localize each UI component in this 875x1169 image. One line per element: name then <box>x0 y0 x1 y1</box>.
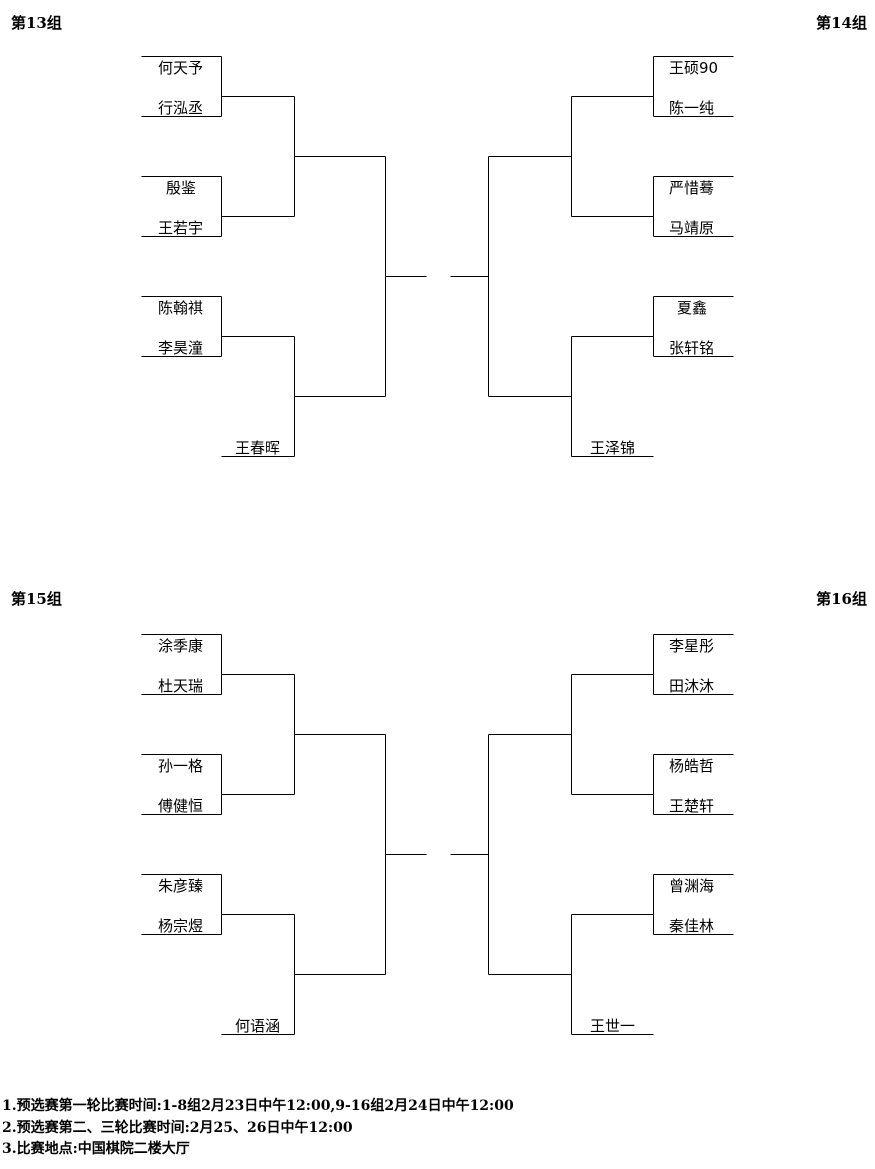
note-1: 1.预选赛第一轮比赛时间:1-8组2月23日中午12:00,9-16组2月24日… <box>2 1098 514 1114</box>
player-name: 秦佳林 <box>669 917 715 935</box>
player-name: 傅健恒 <box>158 797 204 815</box>
note-3: 3.比赛地点:中国棋院二楼大厅 <box>2 1141 190 1157</box>
player-name: 行泓丞 <box>158 99 204 117</box>
player-name: 涂季康 <box>158 637 204 655</box>
player-name: 孙一格 <box>158 757 204 775</box>
player-name: 朱彦臻 <box>158 877 204 895</box>
player-name: 殷鉴 <box>166 179 197 197</box>
player-name: 杜天瑞 <box>158 677 204 695</box>
player-name: 王世一 <box>590 1017 636 1035</box>
player-name: 王若宇 <box>158 219 204 237</box>
note-2: 2.预选赛第二、三轮比赛时间:2月25、26日中午12:00 <box>2 1120 353 1136</box>
player-name: 曾渊海 <box>669 877 715 895</box>
player-name: 严惜蓦 <box>669 179 715 197</box>
player-name: 王楚轩 <box>669 797 715 815</box>
group-16-label: 第16组 <box>816 590 867 608</box>
player-name: 夏鑫 <box>677 299 708 317</box>
player-name: 王硕90 <box>669 59 719 77</box>
player-name: 田沐沐 <box>669 677 715 695</box>
player-name: 陈翰祺 <box>158 299 204 317</box>
group-13-label: 第13组 <box>11 14 62 32</box>
player-name: 李昊潼 <box>158 339 204 357</box>
player-name: 何语涵 <box>235 1017 281 1035</box>
player-name: 陈一纯 <box>669 99 715 117</box>
player-name: 王泽锦 <box>590 439 636 457</box>
player-name: 杨宗煜 <box>158 917 204 935</box>
player-name: 李星彤 <box>669 637 715 655</box>
group-15-label: 第15组 <box>11 590 62 608</box>
player-name: 杨皓哲 <box>669 757 715 775</box>
player-name: 马靖原 <box>669 219 715 237</box>
player-name: 何天予 <box>158 59 204 77</box>
group-14-label: 第14组 <box>816 14 867 32</box>
player-name: 王春晖 <box>235 439 281 457</box>
player-name: 张轩铭 <box>669 339 715 357</box>
